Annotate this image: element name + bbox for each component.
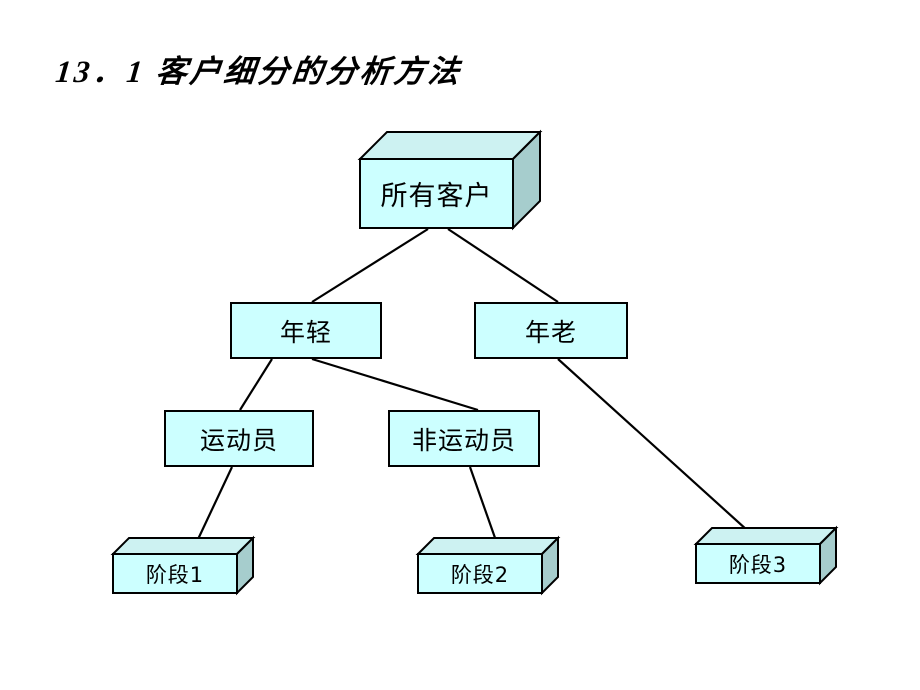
tree-node-stage-1[interactable]: 阶段1 [110, 535, 256, 596]
tree-node-label: 运动员 [199, 425, 278, 455]
tree-node-all-customers[interactable]: 所有客户 [357, 129, 543, 231]
cube-front-face [417, 553, 543, 594]
cube-top-face [357, 131, 543, 160]
edge-young-to-athlete [239, 358, 273, 411]
edge-root-to-young [311, 228, 429, 303]
cube-front-face [359, 158, 514, 229]
tree-node-non-athlete[interactable]: 非运动员 [388, 410, 540, 467]
tree-node-old[interactable]: 年老 [474, 302, 628, 359]
tree-node-athlete[interactable]: 运动员 [164, 410, 314, 467]
tree-node-young[interactable]: 年轻 [230, 302, 382, 359]
tree-node-label: 阶段2 [450, 562, 510, 587]
cube-top-face [110, 537, 256, 555]
edge-young-to-nonathlete [311, 357, 479, 412]
cube-top-face [693, 527, 839, 545]
tree-node-label: 所有客户 [380, 181, 493, 212]
cube-front-face [695, 543, 821, 584]
cube-top-face [415, 537, 561, 555]
edge-old-to-stage3 [557, 358, 759, 541]
tree-node-stage-2[interactable]: 阶段2 [415, 535, 561, 596]
tree-node-stage-3[interactable]: 阶段3 [693, 525, 839, 586]
tree-node-label: 阶段1 [145, 562, 205, 587]
tree-node-label: 阶段3 [728, 552, 788, 577]
cube-front-face [112, 553, 238, 594]
edge-root-to-old [447, 228, 559, 303]
tree-node-label: 年老 [524, 317, 577, 347]
tree-node-label: 年轻 [279, 317, 332, 347]
tree-node-label: 非运动员 [411, 425, 516, 455]
